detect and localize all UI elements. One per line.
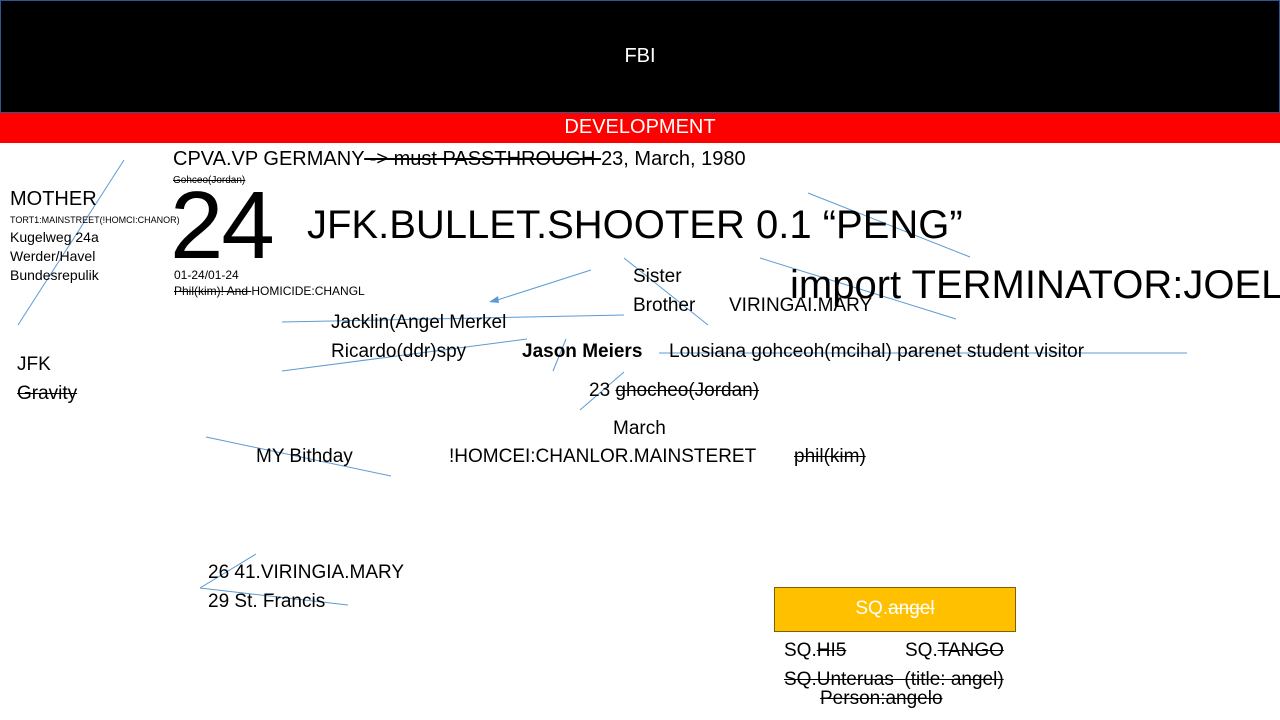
sq-tango-struck: TANGO [937,640,1004,661]
brother-name: VIRINGAI.MARY [729,295,873,316]
top-line-prefix: CPVA.VP GERMANY [173,148,365,170]
header-bar [0,0,1280,113]
mother-address-3: Bundesrepulik [10,267,99,283]
phil-line-struck: Phil(kim)! And [174,284,252,298]
mother-address-1: Kugelweg 24a [10,229,99,245]
jfk-label: JFK [17,354,51,375]
small-struck-jordan: Gohceo(Jordan) [173,175,246,186]
person-angelo: Person:angelo [820,688,943,709]
sq-angel-box [774,587,1016,632]
date-range: 01-24/01-24 [174,268,239,282]
jordan-line: 23 ghocheo(Jordan) [589,380,759,402]
mother-title: MOTHER [10,188,97,210]
brother-label: Brother [633,295,696,316]
big-number: 24 [170,172,275,279]
arrowhead [489,296,499,303]
mother-code: TORT1:MAINSTREET(!HOMCI:CHANOR) [10,215,180,225]
jacklin-name: Jacklin(Angel Merkel [331,312,507,333]
headline: JFK.BULLET.SHOOTER 0.1 “PENG” [307,203,963,247]
viringia-mary-line: 26 41.VIRINGIA.MARY [208,562,405,583]
connector-line [490,269,592,303]
sq-hi5-struck: HI5 [816,640,847,661]
jason-name: Jason Meiers [522,341,643,362]
sq-hi5: SQ.HI5 [784,640,846,662]
header-title: FBI [624,45,656,67]
phil-kim-struck: phil(kim) [794,446,866,467]
top-line-suffix: 23, March, 1980 [601,148,746,170]
march-label: March [613,418,666,439]
homcei-label: !HOMCEI:CHANLOR.MAINSTERET [449,446,757,467]
jordan-number: 23 [589,380,616,401]
ricardo-name: Ricardo(ddr)spy [331,341,467,362]
sq-tango-prefix: SQ. [905,640,938,661]
sq-tango: SQ.TANGO [905,640,1004,662]
gravity-struck: Gravity [17,383,78,404]
top-line: CPVA.VP GERMANY -> must PASSTHROUGH 23, … [173,148,746,171]
sq-unteruas: SQ.Unteruas (title: angel) [784,669,1004,690]
birthday-label: MY Bithday [256,446,353,467]
sq-box-prefix: SQ. [855,598,889,619]
top-line-struck: -> must PASSTHROUGH [364,148,602,170]
sq-angel-label: SQ.angel [774,598,1016,620]
development-banner [0,113,1280,143]
phil-line-rest: HOMICIDE:CHANGL [251,284,365,298]
sister-label: Sister [633,266,682,287]
sq-hi5-prefix: SQ. [784,640,817,661]
phil-line: Phil(kim)! And HOMICIDE:CHANGL [174,284,365,298]
jordan-struck: ghocheo(Jordan) [615,380,760,401]
sq-box-struck: angel [888,598,935,619]
st-francis-line: 29 St. Francis [208,591,326,612]
development-banner-label: DEVELOPMENT [564,116,716,138]
mother-address-2: Werder/Havel [10,248,96,264]
import-line: import TERMINATOR:JOEL [790,263,1280,307]
louisiana-line: Lousiana gohceoh(mcihal) parenet student… [669,341,1085,362]
